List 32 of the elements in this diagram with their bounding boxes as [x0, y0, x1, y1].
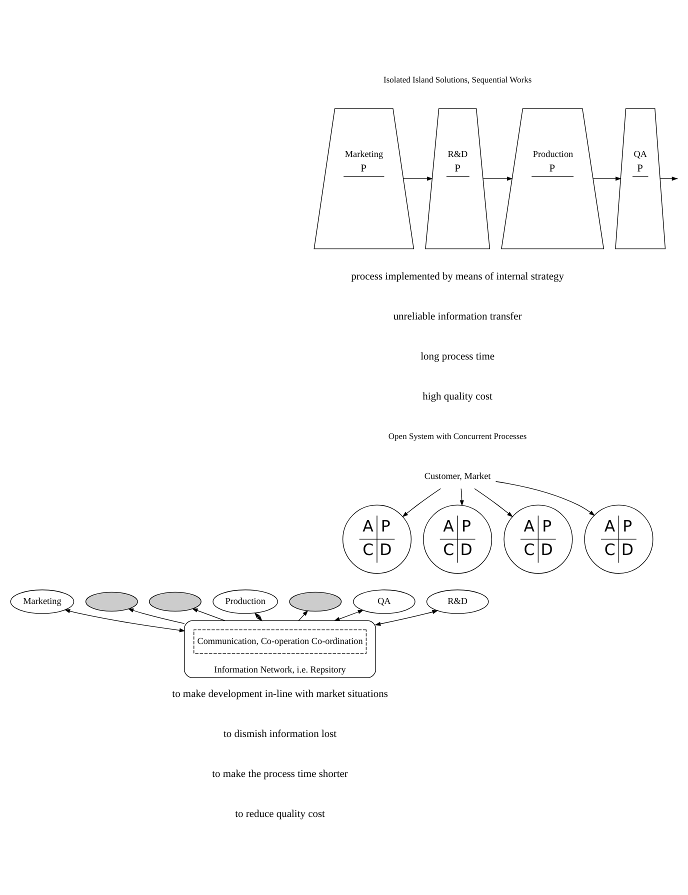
node-text: Customer, Market — [424, 471, 491, 482]
label: to reduce quality cost — [235, 809, 325, 820]
arrow — [298, 610, 308, 621]
label: process implemented by means of internal strategy — [351, 271, 564, 282]
arrow — [402, 488, 441, 518]
arrow — [403, 176, 433, 181]
arrow — [474, 488, 513, 518]
arrow — [192, 608, 226, 621]
arrow — [495, 481, 596, 516]
arrow — [128, 608, 185, 624]
arrow — [374, 610, 438, 626]
arrow — [482, 176, 513, 181]
arrow — [64, 609, 186, 632]
node-circle: A P C D — [423, 504, 492, 574]
label: Open System with Concurrent Processes — [388, 431, 527, 442]
label: long process time — [420, 351, 495, 362]
label: to make development in-line with market situations — [172, 689, 388, 700]
node-box: Communication, Co-operation Co-ordination — [194, 630, 367, 654]
node-circle: A P C D — [504, 504, 573, 574]
label: high quality cost — [422, 391, 492, 402]
node-ellipse: Production — [212, 590, 278, 614]
arrow — [592, 176, 622, 181]
label: to dismish information lost — [223, 729, 337, 740]
node-circle: A P C D — [584, 504, 654, 574]
arrow — [460, 488, 464, 506]
label: Isolated Island Solutions, Sequential Works — [384, 74, 532, 85]
label: to make the process time shorter — [212, 769, 348, 780]
arrow — [254, 612, 262, 622]
label: unreliable information transfer — [393, 311, 522, 322]
node-circle: A P C D — [342, 504, 412, 574]
arrow — [334, 610, 364, 622]
node-ellipse — [289, 592, 342, 612]
